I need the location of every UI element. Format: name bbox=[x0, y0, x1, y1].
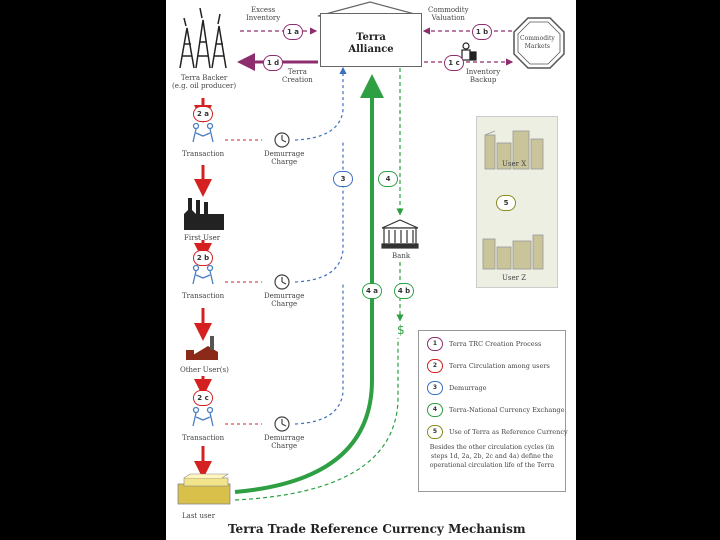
users-illustration bbox=[482, 130, 544, 270]
label-transaction-2: Transaction bbox=[182, 292, 225, 300]
badge-3: 3 bbox=[333, 171, 353, 187]
legend-num-3: 3 bbox=[427, 381, 443, 395]
badge-2b: 2 b bbox=[193, 250, 213, 266]
badge-4: 4 bbox=[378, 171, 398, 187]
legend-item-1: 1 Terra TRC Creation Process bbox=[427, 337, 541, 351]
transaction-people-icon bbox=[192, 122, 214, 427]
terra-alliance-box: Terra Alliance bbox=[320, 13, 422, 67]
badge-4a: 4 a bbox=[362, 283, 382, 299]
badge-5: 5 bbox=[496, 195, 516, 211]
label-transaction-3: Transaction bbox=[182, 434, 225, 442]
legend-text-1: Terra TRC Creation Process bbox=[449, 340, 542, 348]
label-terra-backer: Terra Backer(e.g. oil producer) bbox=[172, 74, 237, 90]
badge-1d: 1 d bbox=[263, 55, 283, 71]
legend-num-5: 5 bbox=[427, 425, 443, 439]
badge-4b: 4 b bbox=[394, 283, 414, 299]
legend-item-3: 3 Demurrage bbox=[427, 381, 487, 395]
legend-num-4: 4 bbox=[427, 403, 443, 417]
label-user-x: User X bbox=[502, 160, 527, 168]
legend-note: Besides the other circulation cycles (in… bbox=[429, 444, 555, 469]
legend-text-2: Terra Circulation among users bbox=[449, 362, 550, 370]
arrow-4a bbox=[234, 74, 384, 494]
arrow-demurrage-1 bbox=[294, 66, 347, 141]
clock-icon bbox=[274, 132, 290, 432]
alliance-line-2: Alliance bbox=[348, 44, 394, 55]
legend-item-2: 2 Terra Circulation among users bbox=[427, 359, 550, 373]
users-panel bbox=[476, 116, 558, 288]
badge-2a: 2 a bbox=[193, 106, 213, 122]
building-icon-user-z bbox=[482, 234, 544, 270]
label-transaction-1: Transaction bbox=[182, 150, 225, 158]
label-other-users: Other User(s) bbox=[180, 366, 229, 374]
crates-icon bbox=[177, 473, 231, 505]
bank-icon bbox=[381, 219, 419, 249]
label-user-z: User Z bbox=[502, 274, 527, 282]
label-bank: Bank bbox=[392, 252, 411, 260]
badge-1c: 1 c bbox=[444, 55, 464, 71]
diagram-title: Terra Trade Reference Currency Mechanism bbox=[228, 522, 526, 536]
badge-1b: 1 b bbox=[472, 24, 492, 40]
alliance-line-1: Terra bbox=[356, 32, 386, 43]
factory-icon bbox=[184, 198, 224, 230]
small-factory-icon bbox=[186, 336, 218, 360]
legend: 1 Terra TRC Creation Process 2 Terra Circu… bbox=[418, 330, 568, 492]
legend-item-5: 5 Use of Terra as Reference Currency bbox=[427, 425, 568, 439]
label-last-user: Last user bbox=[182, 512, 216, 520]
dollar-sign: $ bbox=[397, 323, 405, 337]
oil-derrick-icon bbox=[179, 7, 227, 69]
legend-text-5: Use of Terra as Reference Currency bbox=[449, 428, 568, 436]
legend-text-4: Terra-National Currency Exchange bbox=[449, 406, 565, 414]
commodity-markets-octagon bbox=[513, 17, 565, 69]
legend-text-3: Demurrage bbox=[449, 384, 487, 392]
building-icon-user-x bbox=[484, 130, 544, 170]
legend-item-4: 4 Terra-National Currency Exchange bbox=[427, 403, 564, 417]
badge-2c: 2 c bbox=[193, 390, 213, 406]
legend-num-1: 1 bbox=[427, 337, 443, 351]
label-first-user: First User bbox=[184, 234, 221, 242]
legend-num-2: 2 bbox=[427, 359, 443, 373]
badge-1a: 1 a bbox=[283, 24, 303, 40]
inventory-person-icon bbox=[461, 42, 477, 61]
